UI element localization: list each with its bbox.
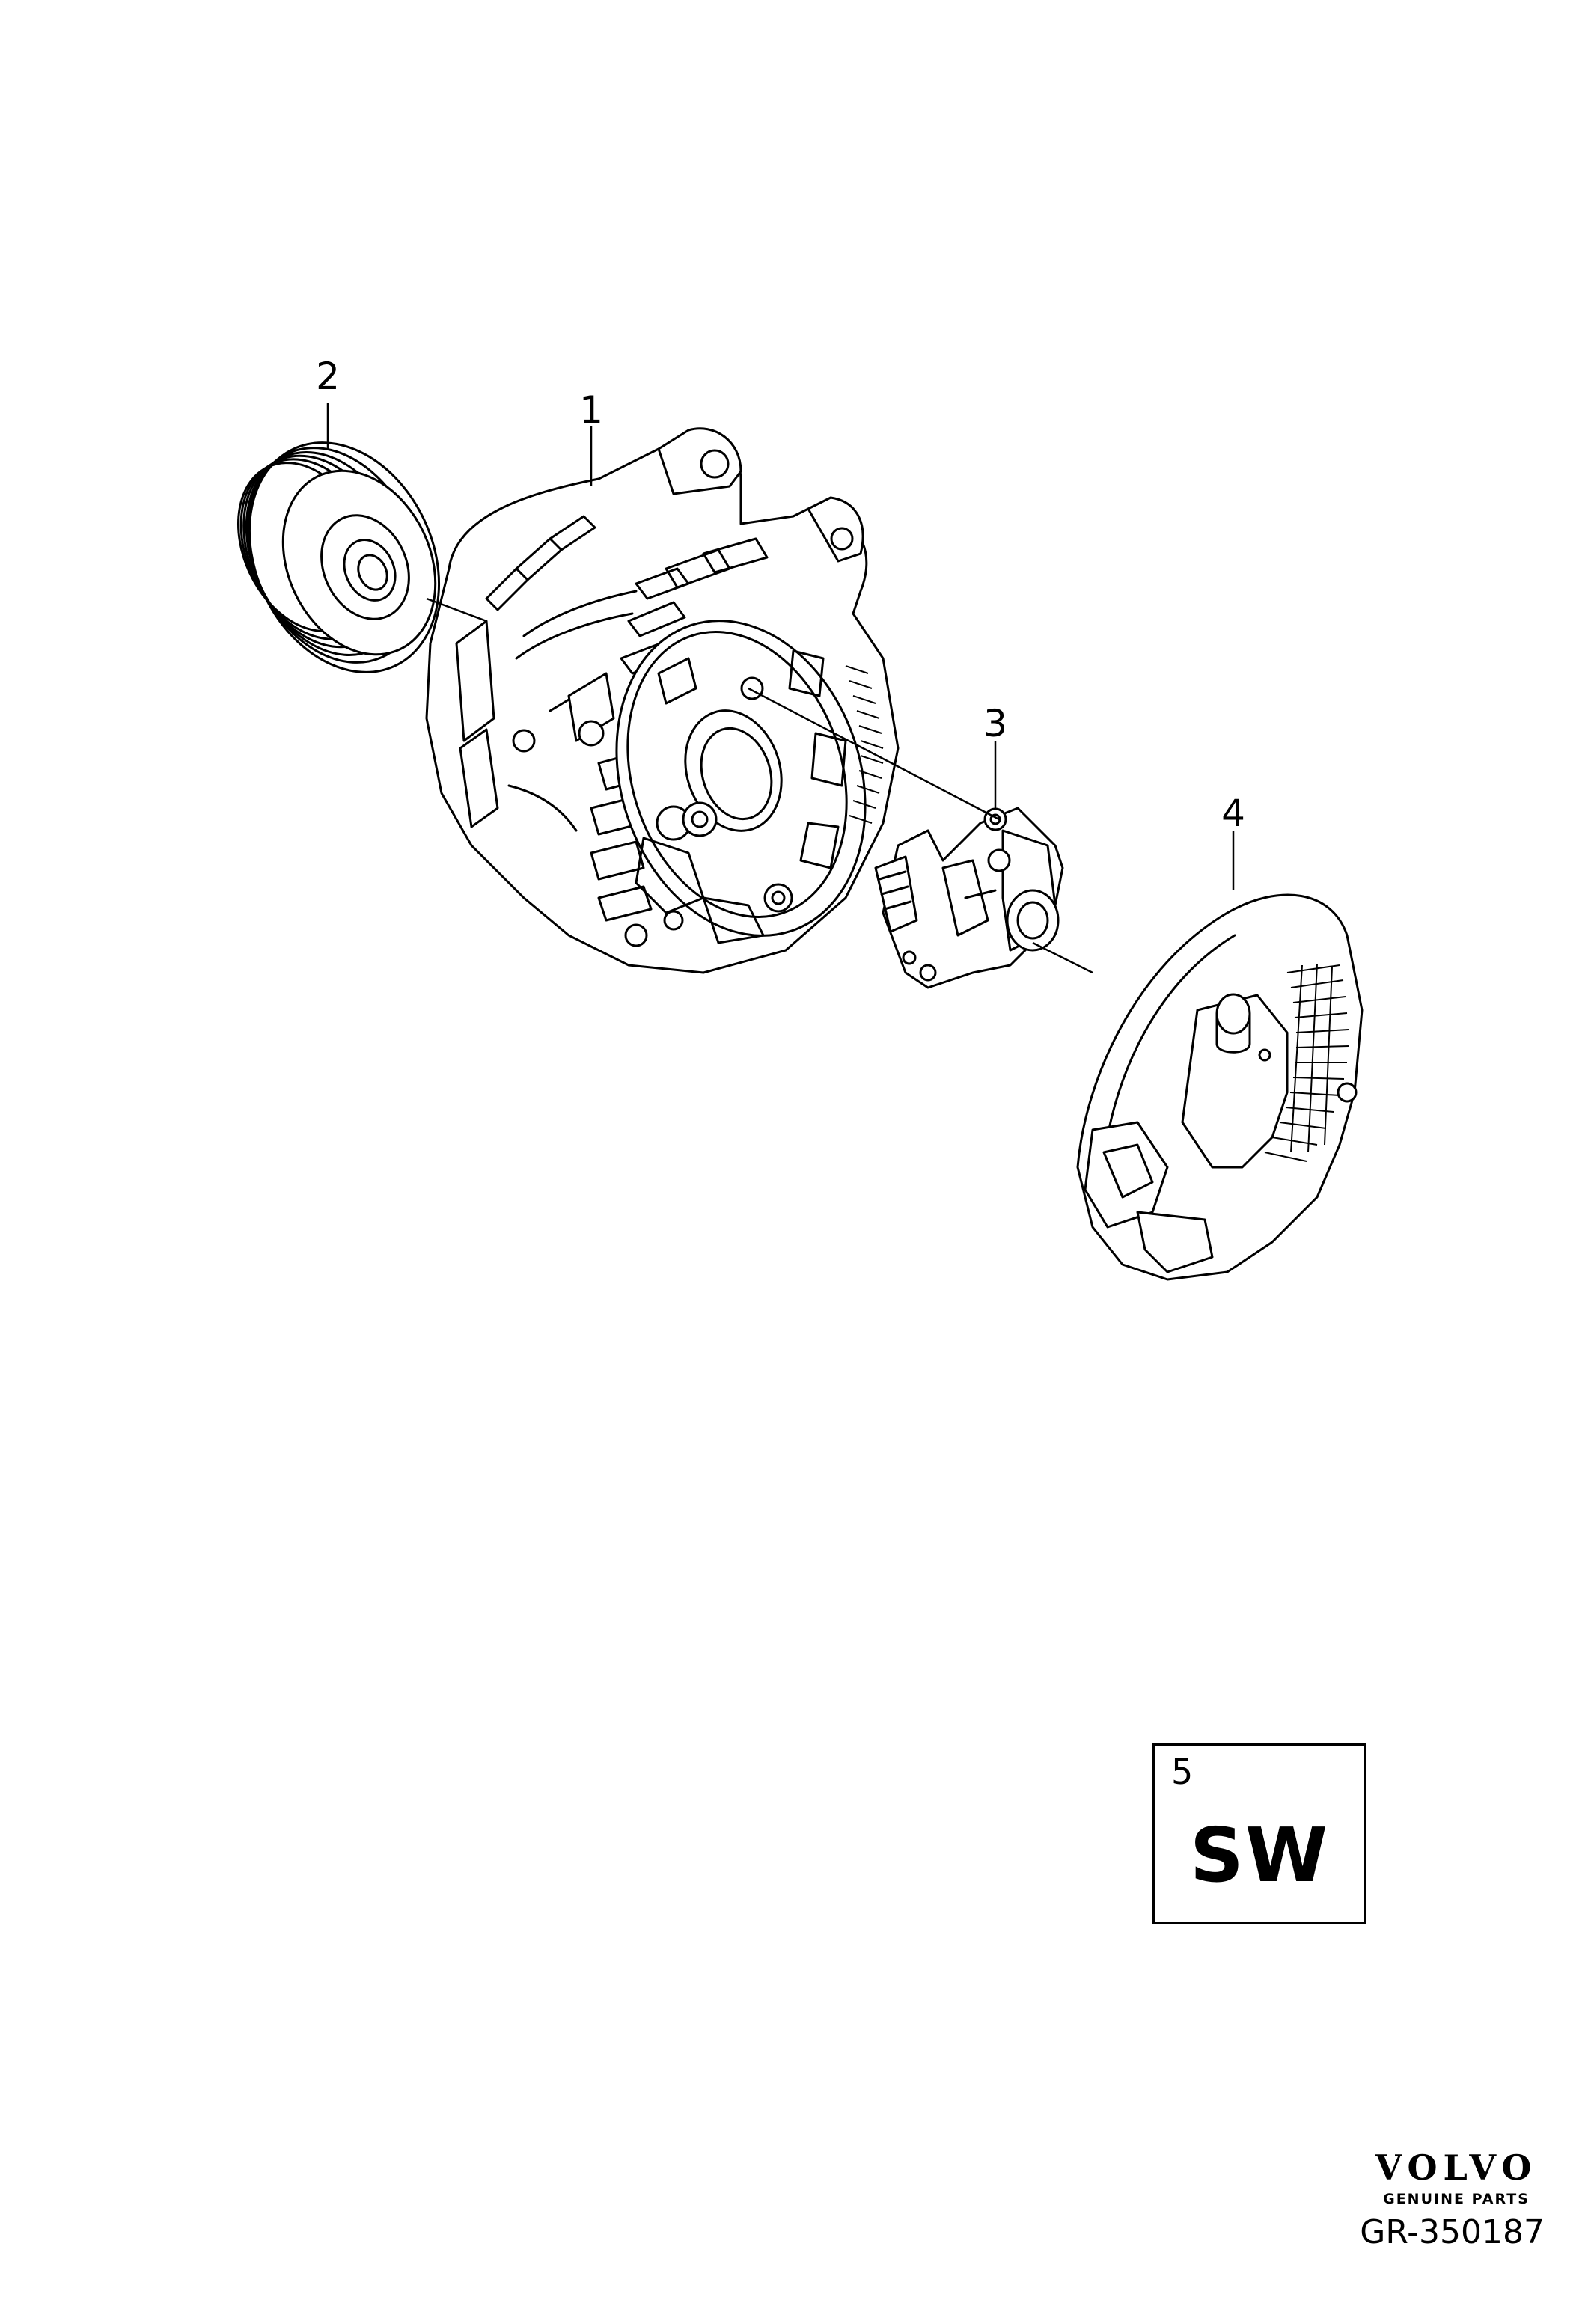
software-box: 5 SW — [1152, 1743, 1366, 1924]
callout-4: 4 — [1221, 792, 1245, 835]
drawing-id: GR-350187 — [1360, 2213, 1545, 2251]
brand-logo: VOLVO — [1375, 2147, 1538, 2188]
callout-3: 3 — [983, 702, 1007, 745]
rear-cover-illustration — [1076, 893, 1364, 1281]
voltage-regulator-illustration — [874, 807, 1064, 989]
callout-2: 2 — [316, 355, 340, 398]
pulley-illustration — [237, 441, 441, 673]
brand-block: VOLVO GENUINE PARTS — [1366, 2150, 1546, 2207]
software-item-number: 5 — [1171, 1752, 1194, 1792]
callout-1: 1 — [579, 388, 603, 432]
alternator-illustration — [425, 427, 900, 974]
assembly-lines — [326, 403, 1235, 974]
brand-subtitle: GENUINE PARTS — [1383, 2191, 1530, 2207]
software-code: SW — [1189, 1811, 1330, 1899]
